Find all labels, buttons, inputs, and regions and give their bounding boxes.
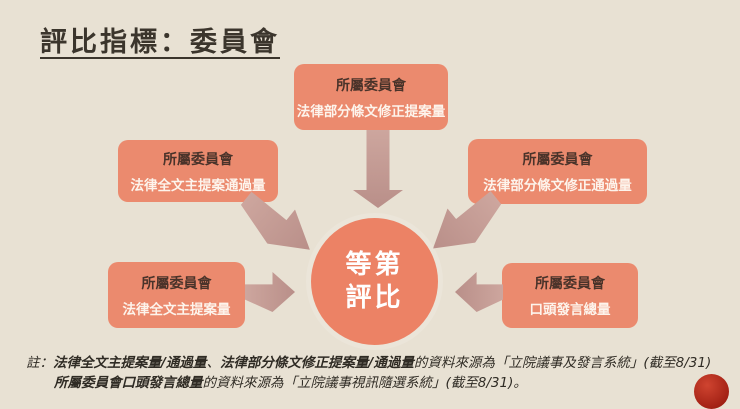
footnote-line-1: 註：法律全文主提案量/通過量、法律部分條文修正提案量/通過量的資料來源為「立院議… bbox=[26, 355, 712, 371]
footnote-prefix: 註： bbox=[26, 355, 53, 371]
node-bottom-left: 所屬委員會 法律全文主提案量 bbox=[108, 262, 245, 328]
node-top: 所屬委員會 法律部分條文修正提案量 bbox=[294, 64, 448, 130]
node-metric: 法律部分條文修正通過量 bbox=[483, 178, 632, 194]
node-middle-right: 所屬委員會 法律部分條文修正通過量 bbox=[468, 139, 647, 204]
arrow-right-icon bbox=[245, 272, 295, 312]
node-metric: 法律部分條文修正提案量 bbox=[296, 103, 446, 120]
node-heading: 所屬委員會 bbox=[336, 77, 406, 94]
node-bottom-right: 所屬委員會 口頭發言總量 bbox=[502, 263, 638, 328]
center-line1: 等第 bbox=[345, 250, 404, 280]
node-middle-left: 所屬委員會 法律全文主提案通過量 bbox=[118, 140, 278, 202]
node-heading: 所屬委員會 bbox=[535, 276, 605, 292]
node-heading: 所屬委員會 bbox=[163, 151, 233, 168]
red-logo-icon bbox=[694, 374, 729, 409]
arrow-down-icon bbox=[353, 130, 403, 208]
footnote: 註：法律全文主提案量/通過量、法律部分條文修正提案量/通過量的資料來源為「立院議… bbox=[26, 354, 730, 393]
node-heading: 所屬委員會 bbox=[522, 152, 593, 168]
slide-title: 評比指標：委員會 bbox=[40, 27, 280, 58]
node-heading: 所屬委員會 bbox=[141, 275, 212, 292]
footnote-line-2: 所屬委員會口頭發言總量的資料來源為「立院議事視訊隨選系統」(截至8/31)。 bbox=[54, 374, 527, 391]
node-metric: 法律全文主提案通過量 bbox=[130, 177, 266, 194]
center-line2: 評比 bbox=[345, 282, 404, 313]
arrow-left-icon bbox=[455, 272, 503, 312]
node-metric: 法律全文主提案量 bbox=[122, 301, 231, 318]
center-circle-node: 等第 評比 bbox=[311, 218, 438, 345]
node-metric: 口頭發言總量 bbox=[529, 302, 611, 318]
